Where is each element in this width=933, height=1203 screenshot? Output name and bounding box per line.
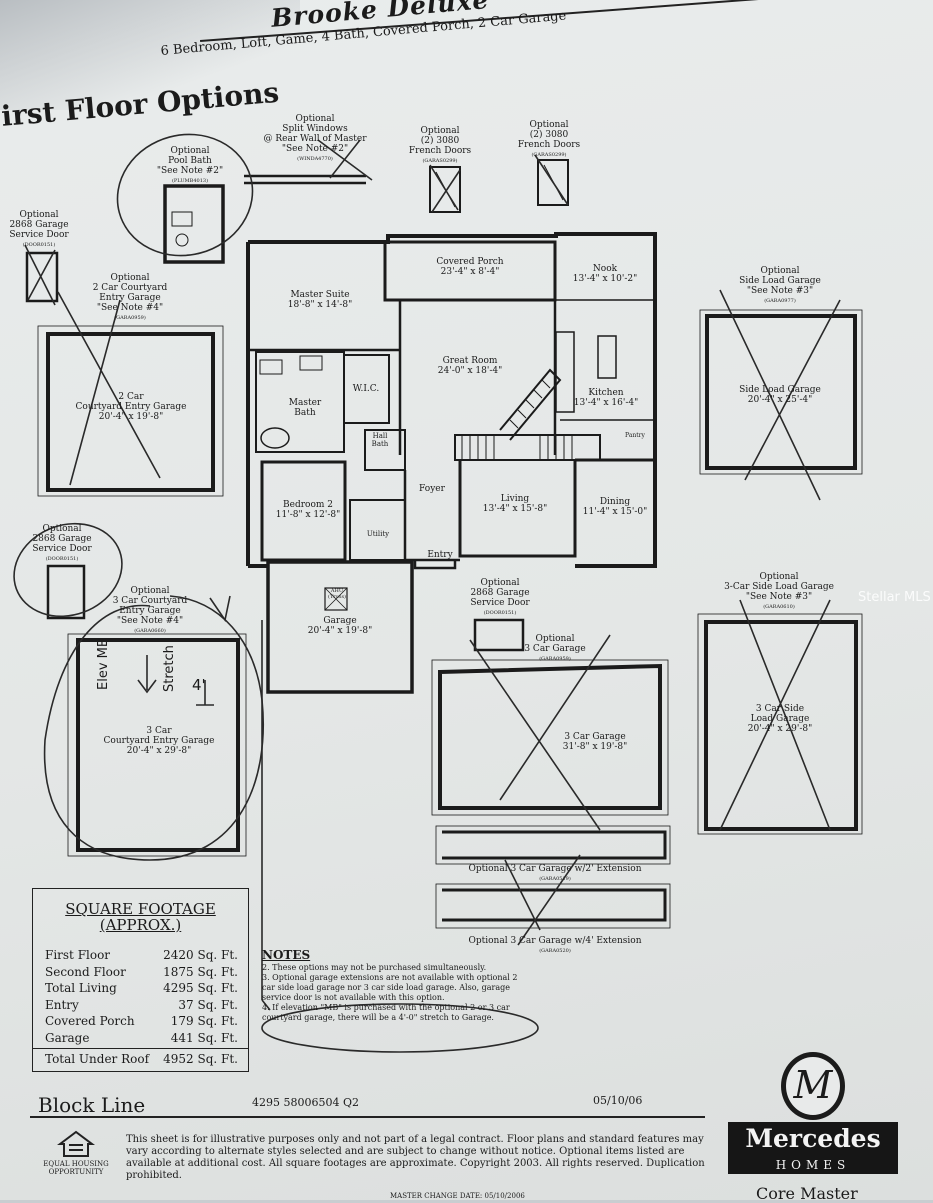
square-footage-row-label: Garage [45, 1030, 90, 1045]
square-footage-rows: First Floor 2420 Sq. Ft. Second Floor 1875 … [33, 947, 248, 1046]
room-foyer: Foyer [419, 484, 445, 494]
square-footage-row: Garage 441 Sq. Ft. [33, 1030, 248, 1047]
handwriting-elev: Elev MB [96, 638, 111, 690]
square-footage-row-label: Entry [45, 997, 79, 1012]
square-footage-row: First Floor 2420 Sq. Ft. [33, 947, 248, 964]
square-footage-row-label: Total Living [45, 981, 117, 995]
block-line-label: Block Line [38, 1093, 146, 1117]
notes-section: NOTES 2. These options may not be purcha… [262, 948, 532, 1023]
plan-date: 05/10/06 [593, 1094, 643, 1107]
room-pantry: Pantry [625, 432, 645, 439]
square-footage-row-value: 1875 Sq. Ft. [163, 964, 238, 979]
brand-emblem [781, 1052, 845, 1120]
note-item: 4. If elevation "MB" is purchased with t… [262, 1003, 510, 1022]
handwriting-stretch: Stretch [162, 645, 177, 692]
paper-shadow [0, 0, 300, 110]
master-change-date: MASTER CHANGE DATE: 05/10/2006 [390, 1192, 525, 1200]
extension-2-label: Optional 3 Car Garage w/2' Extension(GAR… [468, 864, 642, 882]
equal-housing-logo: EQUAL HOUSING OPPORTUNITY [36, 1130, 116, 1176]
square-footage-title: SQUARE FOOTAGE(APPROX.) [65, 900, 216, 934]
room-wic: W.I.C. [352, 384, 380, 394]
core-master-label: Core Master [756, 1184, 858, 1203]
square-footage-table: SQUARE FOOTAGE(APPROX.) First Floor 2420 … [32, 888, 249, 1072]
square-footage-row-label: Covered Porch [45, 1014, 135, 1028]
square-footage-row-value: 4295 Sq. Ft. [163, 981, 238, 995]
brand-name: Mercedes [728, 1122, 898, 1156]
square-footage-row-value: 441 Sq. Ft. [170, 1030, 238, 1045]
note-item: 2. These options may not be purchased si… [262, 963, 487, 972]
room-utility: Utility [366, 530, 390, 538]
square-footage-row-label: Second Floor [45, 964, 126, 979]
square-footage-row-value: 179 Sq. Ft. [170, 1014, 238, 1028]
brand-initial: M [793, 1063, 833, 1107]
square-footage-row-value: 2420 Sq. Ft. [163, 948, 238, 962]
disclaimer-text: This sheet is for illustrative purposes … [126, 1134, 705, 1181]
notes-title: NOTES [262, 948, 311, 962]
square-footage-row: Total Living 4295 Sq. Ft. [33, 980, 248, 997]
square-footage-row: Entry 37 Sq. Ft. [33, 997, 248, 1014]
brand-homes: HOMES [728, 1156, 898, 1174]
extension-4-label: Optional 3 Car Garage w/4' Extension(GAR… [468, 936, 642, 954]
mercedes-homes-logo: M Mercedes HOMES [722, 1050, 902, 1180]
note-item: 3. Optional garage extensions are not av… [262, 973, 518, 1002]
footer-rule [30, 1116, 705, 1118]
equal-housing-icon [57, 1130, 95, 1157]
square-footage-row-value: 37 Sq. Ft. [178, 997, 238, 1012]
square-footage-row-label: First Floor [45, 948, 111, 962]
plan-id: 4295 58006504 Q2 [252, 1096, 359, 1109]
handwriting-4ft: 4' [192, 676, 206, 694]
room-entry: Entry [427, 550, 453, 560]
square-footage-row: Second Floor 1875 Sq. Ft. [33, 964, 248, 981]
square-footage-row: Covered Porch 179 Sq. Ft. [33, 1013, 248, 1030]
room-ahu: AHU(Truss) [328, 588, 346, 600]
watermark: Stellar MLS [858, 590, 931, 605]
